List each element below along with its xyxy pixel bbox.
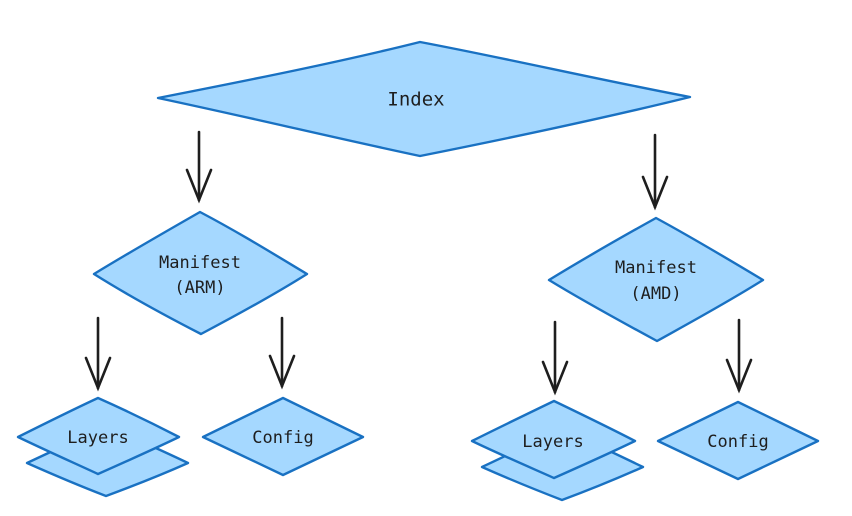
manifest-arm-diamond	[92, 210, 309, 336]
manifest-arm-label-line1: Manifest	[159, 253, 241, 273]
layers-arm-diamond-front	[16, 396, 181, 476]
arrow-manifest-amd-to-layers	[541, 320, 569, 396]
arrow-manifest-arm-to-config	[268, 316, 296, 390]
manifest-arm-label-line2: (ARM)	[174, 278, 225, 298]
arrow-manifest-amd-to-config	[725, 318, 753, 394]
layers-amd-diamond-front	[470, 399, 637, 480]
layers-arm-node[interactable]: Layers	[16, 396, 190, 498]
config-arm-label: Config	[252, 428, 313, 448]
layers-arm-label: Layers	[67, 428, 128, 448]
index-node[interactable]: Index	[156, 40, 692, 158]
manifest-amd-node[interactable]: Manifest (AMD)	[547, 216, 765, 343]
manifest-amd-label-line2: (AMD)	[630, 284, 681, 304]
index-label: Index	[387, 89, 444, 111]
arrow-index-to-manifest-arm	[185, 130, 213, 204]
manifest-arm-node[interactable]: Manifest (ARM)	[92, 210, 309, 336]
arrow-index-to-manifest-amd	[641, 133, 669, 211]
layers-amd-label: Layers	[522, 432, 583, 452]
layers-amd-node[interactable]: Layers	[470, 399, 645, 502]
arrow-manifest-arm-to-layers	[84, 316, 112, 392]
config-amd-label: Config	[707, 432, 768, 452]
config-amd-diamond	[656, 400, 820, 481]
config-arm-diamond	[201, 396, 365, 477]
index-diamond	[156, 40, 692, 158]
config-amd-node[interactable]: Config	[656, 400, 820, 481]
config-arm-node[interactable]: Config	[201, 396, 365, 477]
manifest-amd-diamond	[547, 216, 765, 343]
manifest-amd-label-line1: Manifest	[615, 258, 697, 278]
